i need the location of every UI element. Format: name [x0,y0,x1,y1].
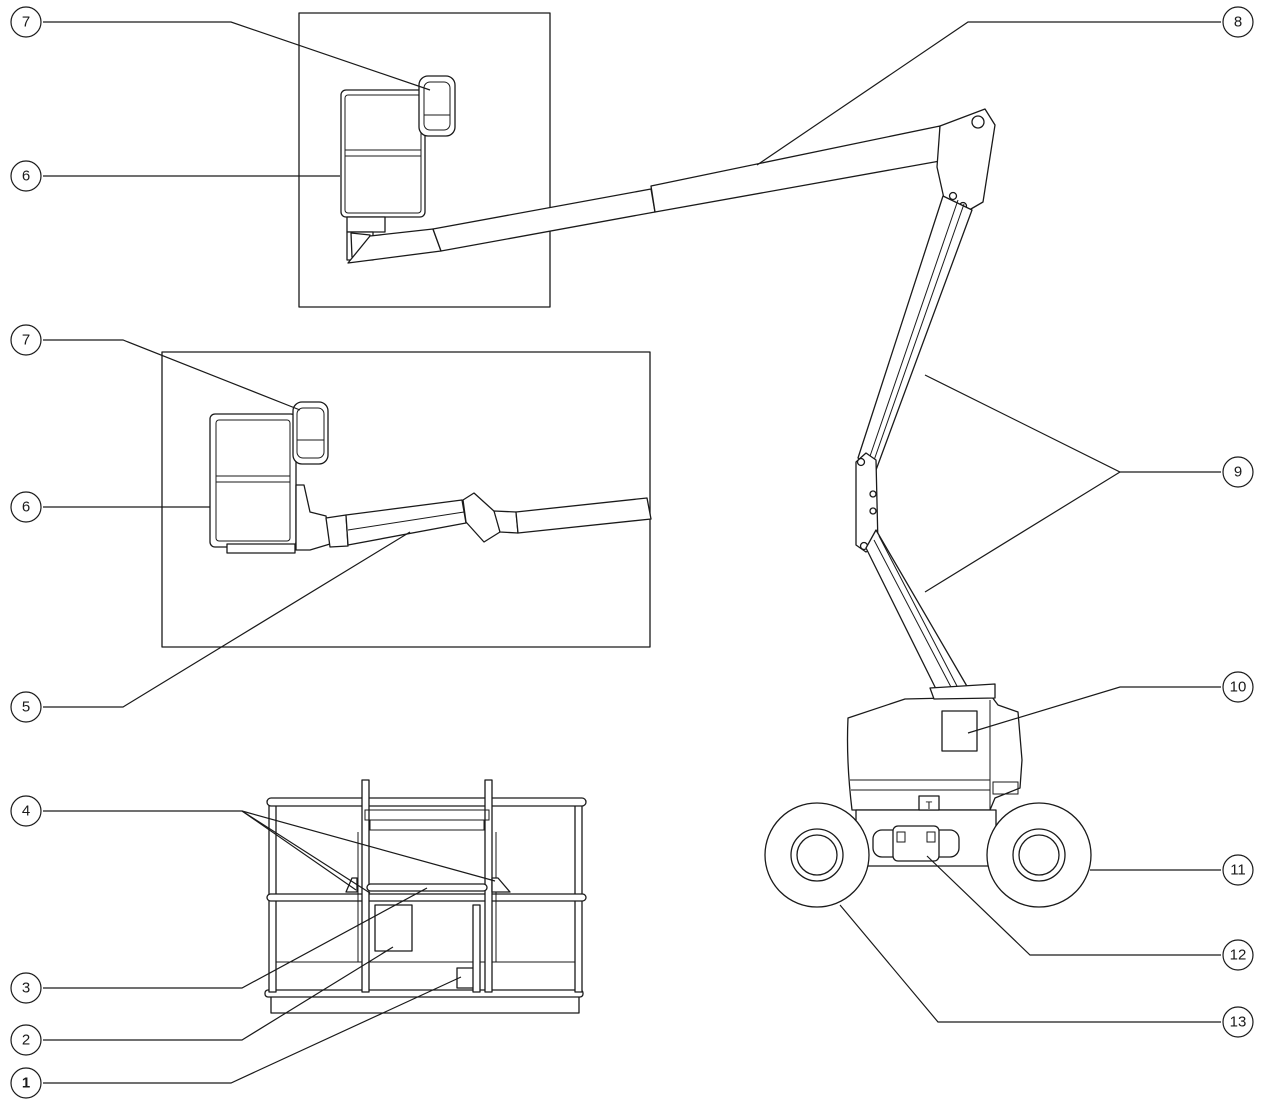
svg-text:13: 13 [1230,1014,1247,1031]
svg-text:5: 5 [22,699,30,716]
platform-control-box-side [292,401,329,465]
platform-basket-side [209,413,297,548]
svg-text:7: 7 [22,14,30,31]
platform-floor [270,995,580,1014]
svg-text:9: 9 [1234,464,1242,481]
upper-knuckle [936,108,996,214]
upper-boom [432,108,996,252]
svg-text:8: 8 [1234,14,1242,31]
svg-text:10: 10 [1230,679,1247,696]
inset-platform-side [161,351,652,648]
jib-boom-side [345,499,467,546]
callout-10: 10 [1222,671,1254,703]
svg-text:4: 4 [22,803,30,820]
callout-13: 13 [1222,1006,1254,1038]
svg-text:3: 3 [22,980,30,997]
callout-6b: 6 [10,491,42,523]
lower-boom-upper-link [857,195,973,471]
turntable [846,696,1023,811]
callout-5: 5 [10,691,42,723]
svg-text:6: 6 [22,168,30,185]
inset-platform-top [298,12,551,308]
control-bar [366,883,488,892]
callout-12: 12 [1222,939,1254,971]
callout-1: 1 [10,1067,42,1099]
platform-front-view [264,779,587,1014]
callout-4: 4 [10,795,42,827]
callout-7b: 7 [10,324,42,356]
upper-boom-side [515,497,652,534]
callout-6a: 6 [10,160,42,192]
callout-7a: 7 [10,6,42,38]
wheel-right [986,802,1092,908]
inset-frame-side [161,351,651,648]
callout-3: 3 [10,972,42,1004]
svg-text:12: 12 [1230,947,1247,964]
inset-frame-top [298,12,551,308]
callout-9: 9 [1222,456,1254,488]
platform-basket-top [340,89,426,218]
svg-text:6: 6 [22,499,30,516]
manual-storage-box [374,904,413,952]
machine-base: T [764,683,1092,908]
top-rail [266,797,587,807]
wheel-left [764,802,870,908]
callout-8: 8 [1222,6,1254,38]
svg-text:7: 7 [22,332,30,349]
leader-lines [43,21,1221,1084]
ground-control-panel [941,710,978,752]
upper-boom-fly-section [432,188,656,252]
svg-text:2: 2 [22,1032,30,1049]
callout-2: 2 [10,1024,42,1056]
callout-11: 11 [1222,854,1254,886]
lanyard-anchor-right [491,877,511,893]
platform-control-box-top [418,75,456,137]
svg-text:1: 1 [22,1075,30,1092]
svg-text:11: 11 [1230,862,1246,879]
lower-booms [855,195,973,694]
svg-text:T: T [926,800,933,812]
callouts: 7 6 7 6 5 4 3 2 [10,6,1254,1099]
mid-rail [266,893,587,902]
